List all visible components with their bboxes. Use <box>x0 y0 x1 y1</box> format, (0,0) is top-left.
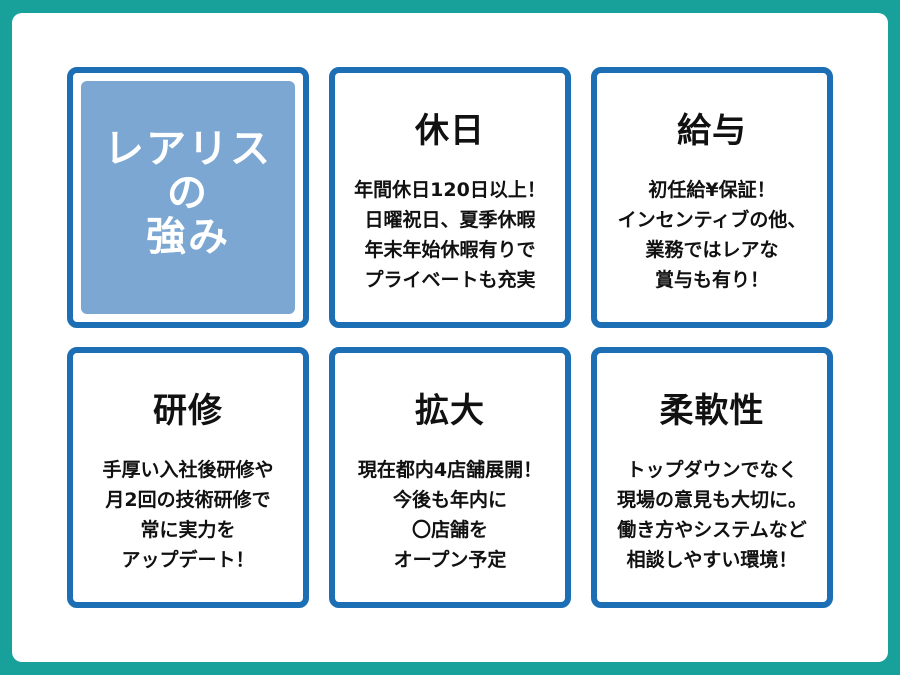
card-description-line: 相談しやすい環境！ <box>626 549 798 571</box>
card-description-line: オープン予定 <box>393 549 507 571</box>
card-description-line: 今後も年内に <box>392 489 507 511</box>
card-description-line: 年間休日120日以上！ <box>354 179 546 201</box>
card-description: 初任給¥保証！ インセンティブの他、 業務ではレアな 賞与も有り！ <box>597 175 827 295</box>
card-description-line: 働き方やシステムなど <box>617 519 807 541</box>
card-title: 休日 <box>415 111 485 151</box>
brand-heading: レアリス の 強み <box>81 127 295 259</box>
card-description-line: インセンティブの他、 <box>617 209 807 231</box>
card-description-line: アップデート！ <box>121 549 255 571</box>
card-description-line: 初任給¥保証！ <box>648 179 776 201</box>
brand-heading-line: の <box>167 170 209 216</box>
card-title: 給与 <box>677 111 747 151</box>
card-description-line: トップダウンでなく <box>626 459 798 481</box>
card-description-line: プライベートも充実 <box>364 269 536 291</box>
card-description: トップダウンでなく 現場の意見も大切に。 働き方やシステムなど 相談しやすい環境… <box>597 455 827 575</box>
salary-card: 給与 初任給¥保証！ インセンティブの他、 業務ではレアな 賞与も有り！ <box>591 67 833 328</box>
brand-heading-line: レアリス <box>104 126 272 172</box>
card-title: 柔軟性 <box>659 391 765 431</box>
card-description-line: 賞与も有り！ <box>654 269 769 291</box>
card-title: 研修 <box>153 391 223 431</box>
brand-highlight-box: レアリス の 強み <box>81 81 295 314</box>
card-description-line: 現在都内4店舗展開！ <box>357 459 543 481</box>
card-description-line: 〇店舗を <box>411 519 488 541</box>
card-description-line: 手厚い入社後研修や <box>102 459 274 481</box>
card-title: 拡大 <box>415 391 485 431</box>
expansion-card: 拡大 現在都内4店舗展開！ 今後も年内に 〇店舗を オープン予定 <box>329 347 571 608</box>
card-description: 年間休日120日以上！ 日曜祝日、夏季休暇 年末年始休暇有りで プライベートも充… <box>335 175 565 295</box>
card-description-line: 常に実力を <box>140 519 236 541</box>
training-card: 研修 手厚い入社後研修や 月2回の技術研修で 常に実力を アップデート！ <box>67 347 309 608</box>
card-description-line: 日曜祝日、夏季休暇 <box>364 209 536 231</box>
card-description-line: 業務ではレアな <box>645 239 779 261</box>
card-description: 手厚い入社後研修や 月2回の技術研修で 常に実力を アップデート！ <box>73 455 303 575</box>
brand-strengths-card: レアリス の 強み <box>67 67 309 328</box>
card-description-line: 年末年始休暇有りで <box>364 239 536 261</box>
card-description: 現在都内4店舗展開！ 今後も年内に 〇店舗を オープン予定 <box>335 455 565 575</box>
brand-heading-line: 強み <box>146 214 230 260</box>
holiday-card: 休日 年間休日120日以上！ 日曜祝日、夏季休暇 年末年始休暇有りで プライベー… <box>329 67 571 328</box>
flexibility-card: 柔軟性 トップダウンでなく 現場の意見も大切に。 働き方やシステムなど 相談しや… <box>591 347 833 608</box>
card-description-line: 月2回の技術研修で <box>105 489 271 511</box>
card-description-line: 現場の意見も大切に。 <box>616 489 807 511</box>
